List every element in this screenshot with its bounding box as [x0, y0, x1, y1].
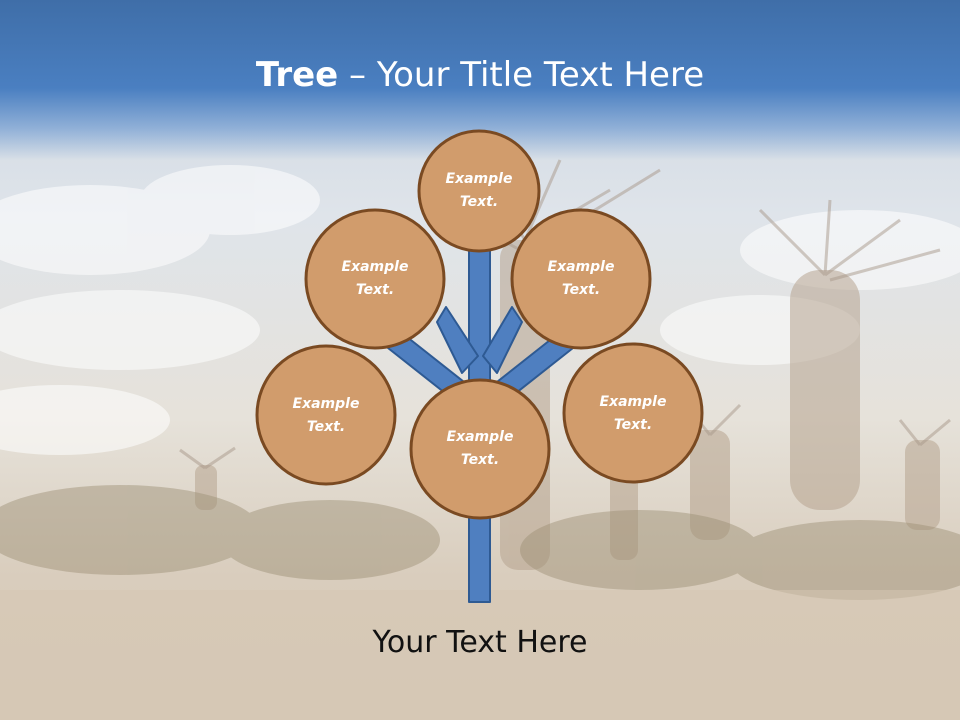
- node-text-line: Text.: [561, 282, 601, 298]
- title-separator: –: [338, 55, 377, 95]
- node-text-lower-left[interactable]: Example Text.: [261, 393, 391, 439]
- title-bold-word: Tree: [255, 55, 339, 95]
- node-text-line: Text.: [306, 419, 346, 435]
- node-text-line: Example: [341, 259, 409, 275]
- slide-title[interactable]: Tree – Your Title Text Here: [0, 52, 960, 98]
- node-text-line: Text.: [613, 417, 653, 433]
- node-text-line: Example: [547, 259, 615, 275]
- node-circle-upper-left: [304, 208, 446, 350]
- node-text-top[interactable]: Example Text.: [414, 168, 544, 214]
- node-text-line: Example: [445, 171, 513, 187]
- node-text-line: Example: [599, 394, 667, 410]
- node-text-line: Text.: [355, 282, 395, 298]
- branch-upper-left: [436, 306, 479, 374]
- node-text-upper-right[interactable]: Example Text.: [516, 256, 646, 302]
- node-text-line: Text.: [460, 452, 500, 468]
- node-text-line: Example: [446, 429, 514, 445]
- node-text-lower-right[interactable]: Example Text.: [568, 391, 698, 437]
- node-text-upper-left[interactable]: Example Text.: [310, 256, 440, 302]
- caption-text[interactable]: Your Text Here: [372, 625, 588, 660]
- node-circle-lower-left: [255, 344, 397, 486]
- node-circle-center: [409, 378, 551, 520]
- branch-upper-right: [482, 306, 523, 374]
- node-circle-upper-right: [510, 208, 652, 350]
- node-text-center[interactable]: Example Text.: [415, 426, 545, 472]
- node-text-line: Example: [292, 396, 360, 412]
- node-text-line: Text.: [459, 194, 499, 210]
- title-text: Your Title Text Here: [376, 55, 705, 95]
- node-circle-top: [417, 129, 541, 253]
- node-circle-lower-right: [562, 342, 704, 484]
